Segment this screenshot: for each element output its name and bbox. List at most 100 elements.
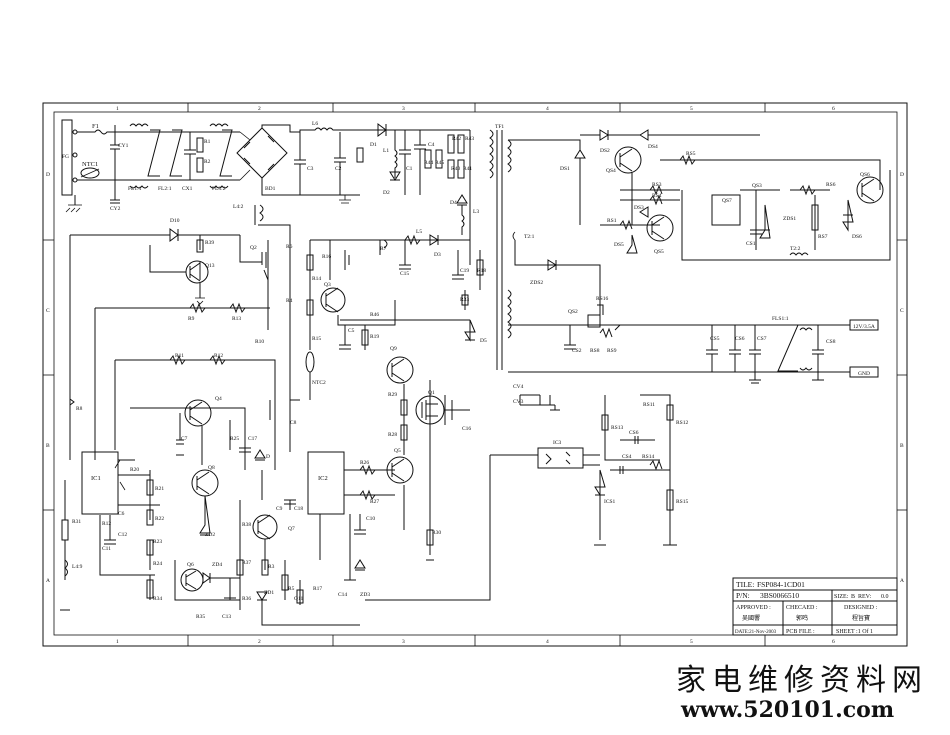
title-block: TILE: FSP084-1CD01 P/N: 3BS0066510 SIZE:…	[732, 577, 898, 636]
label-cy1: CY1	[118, 143, 129, 149]
label-rs11: RS11	[643, 402, 655, 408]
label-rs12: RS12	[676, 420, 688, 426]
label-rs7: RS7	[818, 234, 828, 240]
label-gnd-output: GND	[858, 371, 870, 377]
label-r18: R18	[477, 268, 486, 274]
label-r12a: R12	[214, 353, 223, 359]
label-r30: R30	[432, 530, 441, 536]
label-r43: R43	[465, 136, 474, 142]
label-zd3: ZD3	[360, 592, 370, 598]
label-cs5: CS5	[710, 336, 720, 342]
label-c9: C9	[276, 506, 283, 512]
label-rs13: RS13	[611, 425, 623, 431]
label-q9: Q9	[390, 346, 397, 352]
label-q3: Q3	[324, 282, 331, 288]
col-2-top: 2	[258, 106, 261, 112]
label-r31: R31	[72, 519, 81, 525]
designed-label: DESIGNED :	[844, 605, 877, 611]
sheet-value: SHEET :1 Of 1	[836, 628, 873, 635]
label-rs5: RS5	[686, 151, 696, 157]
label-r16: R16	[322, 254, 331, 260]
label-r36: R36	[242, 596, 251, 602]
label-q2: Q2	[250, 245, 257, 251]
label-rs9: RS9	[607, 348, 617, 354]
checked-value: 郭鸣	[796, 614, 808, 622]
label-ds1: DS1	[560, 166, 570, 172]
label-qs5: QS5	[654, 249, 664, 255]
inner-frame	[53, 111, 898, 636]
label-zds1: ZDS1	[783, 216, 796, 222]
row-a-right: A	[900, 578, 904, 584]
label-ics1: ICS1	[604, 499, 616, 505]
row-markers: D C B A D C B A	[43, 172, 907, 584]
rev-value: 0.0	[881, 594, 889, 600]
label-qs3: QS3	[752, 183, 762, 189]
label-d4: D4	[450, 200, 457, 206]
label-rs6: RS6	[826, 182, 836, 188]
label-r33: R33	[460, 297, 469, 303]
label-r42: R42	[452, 136, 461, 142]
label-c4: C4	[428, 142, 435, 148]
label-c13: C13	[222, 614, 231, 620]
label-12v-output: 12V/3.5A	[853, 324, 875, 330]
col-3-top: 3	[402, 106, 405, 112]
label-c2: C2	[335, 166, 342, 172]
label-ds6: DS6	[852, 234, 862, 240]
designed-value: 程旨寶	[852, 614, 870, 622]
label-q5: Q5	[394, 448, 401, 454]
label-c6: C6	[118, 511, 125, 517]
label-ic2: IC2	[318, 475, 328, 482]
label-ds3: DS3	[634, 205, 644, 211]
label-cs2: CS2	[572, 348, 582, 354]
label-r41: R41	[463, 166, 472, 172]
label-cs7: CS7	[757, 336, 767, 342]
label-r21: R21	[155, 486, 164, 492]
label-fl1: FL1:1	[128, 186, 142, 192]
label-cv3: CV3	[513, 399, 524, 405]
label-r34: R34	[153, 596, 162, 602]
secondary-section: DS1 DS2 DS4 QS4 RS5 RS3 RS4 DS3 RS1 QS5 …	[365, 129, 891, 601]
primary-control-section: L4:2 D10 R39 Q2 Q13 R6 R9 R13 R10 R4 R11…	[60, 204, 487, 626]
label-fl3: FL3:2	[212, 186, 226, 192]
row-b-right: B	[900, 443, 904, 449]
label-r38: R38	[242, 522, 251, 528]
label-r37: R37	[242, 560, 251, 566]
label-ds2: DS2	[600, 148, 610, 154]
label-qs2: QS2	[568, 309, 578, 315]
checked-label: CHECAED :	[786, 605, 818, 611]
label-cx1: CX1	[182, 186, 193, 192]
label-c1: C1	[406, 166, 413, 172]
label-d2: D2	[383, 190, 390, 196]
label-r25: R25	[230, 436, 239, 442]
label-t2-2: T2:2	[790, 246, 801, 252]
label-c3: C3	[307, 166, 314, 172]
label-c7: C7	[181, 436, 188, 442]
label-r4: R4	[286, 298, 293, 304]
label-l4-9: L4:9	[72, 564, 83, 570]
label-r6: R6	[286, 244, 293, 250]
label-c18: C18	[294, 506, 303, 512]
label-r11: R11	[175, 353, 184, 359]
label-l3: L3	[473, 209, 479, 215]
label-r12b: R12	[102, 521, 111, 527]
label-c12: C12	[118, 532, 127, 538]
label-cv4: CV4	[513, 384, 524, 390]
row-d-left: D	[46, 172, 50, 178]
label-c19: C19	[460, 268, 469, 274]
approved-label: APPROVED :	[736, 605, 771, 611]
rev-label: REV:	[858, 594, 872, 600]
label-c8: C8	[290, 420, 297, 426]
label-r17: R17	[313, 586, 322, 592]
row-b-left: B	[46, 443, 50, 449]
label-l1: L1	[383, 148, 389, 154]
label-bd1: BD1	[265, 186, 276, 192]
bulk-section: L6 D1 C3 C2 L1 C4 C1 D2 R42 R43 R44 R45 …	[261, 121, 512, 370]
label-r19: R19	[370, 334, 379, 340]
row-c-right: C	[900, 308, 904, 314]
col-5-bottom: 5	[690, 639, 693, 645]
label-tf1: TF1	[495, 124, 504, 130]
date-value: DATE:21-Nov-2003	[735, 630, 777, 635]
label-r3: R3	[268, 564, 275, 570]
label-q7: Q7	[288, 526, 295, 532]
label-cs6b: CS6	[629, 430, 639, 436]
